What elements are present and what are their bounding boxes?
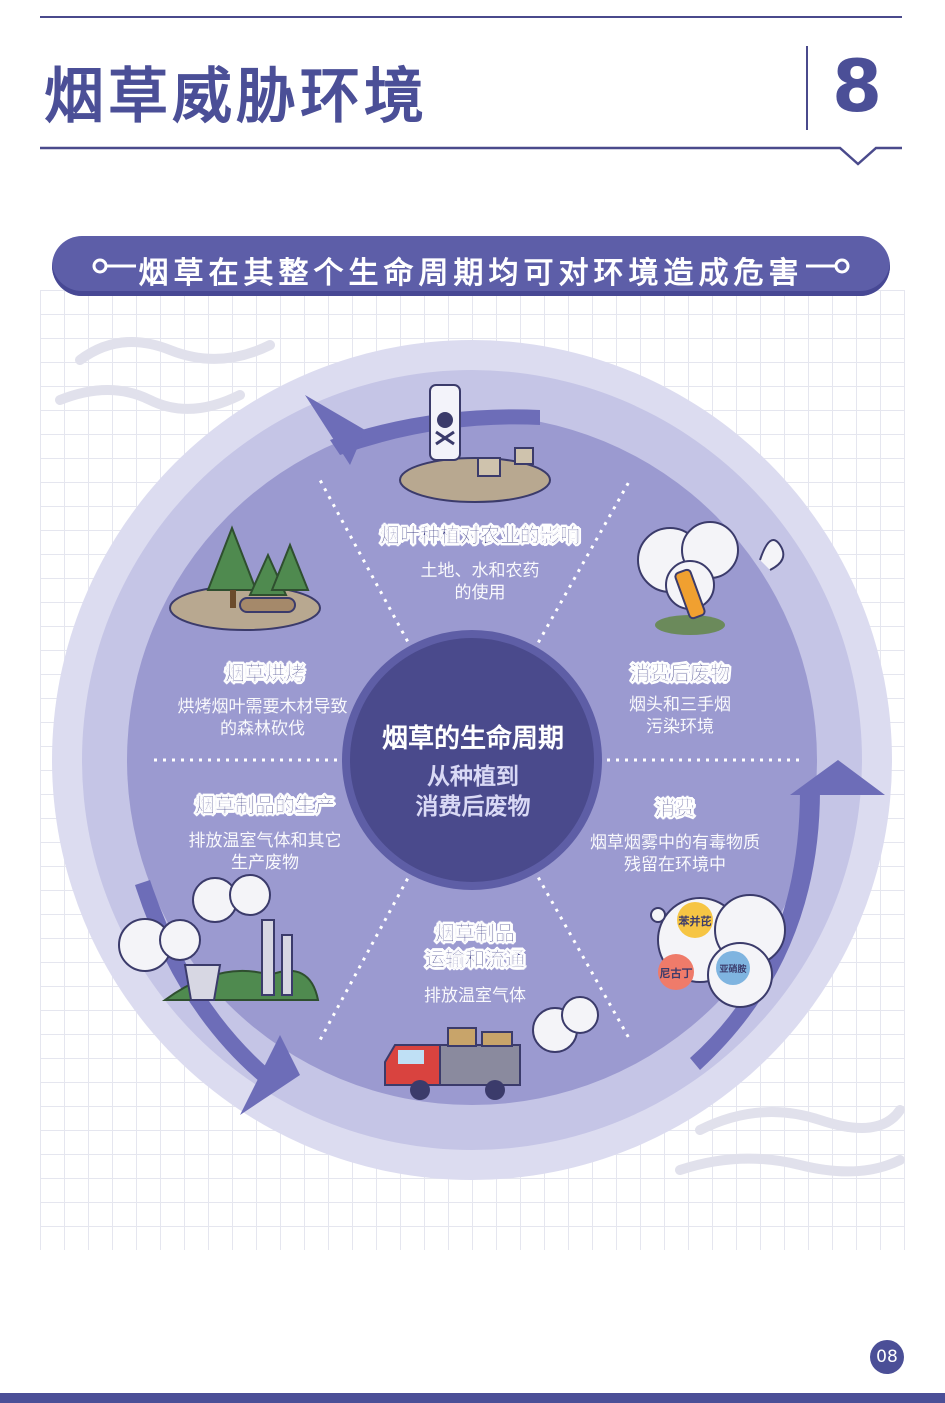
chapter-number: 8 — [832, 44, 883, 128]
header-top-rule — [40, 16, 902, 18]
segment-desc-line: 烟草烟雾中的有毒物质 — [590, 833, 760, 853]
segment-desc-agriculture: 土地、水和农药 的使用 — [380, 560, 580, 604]
footer-bar — [0, 1393, 945, 1403]
center-title: 烟草的生命周期 — [381, 724, 564, 754]
segment-title-consumption: 消费 — [655, 796, 695, 820]
segment-desc-line: 生产废物 — [231, 853, 299, 873]
banner-left-ornament-icon — [92, 258, 136, 274]
chemical-label-nicotine: 尼古丁 — [659, 967, 693, 980]
segment-title-manufacturing: 烟草制品的生产 — [195, 793, 335, 817]
segment-desc-line: 烟头和三手烟 — [629, 695, 731, 715]
center-subtitle: 从种植到 消费后废物 — [380, 762, 566, 822]
toxic-smoke-cloud-icon — [650, 894, 786, 1008]
center-circle — [342, 630, 602, 890]
segment-title-line: 烟草制品 — [435, 921, 515, 945]
smoke-decoration-bottom-right — [675, 1105, 905, 1177]
smoke-decoration-top-left — [55, 337, 275, 414]
segment-desc-manufacturing: 排放温室气体和其它 生产废物 — [170, 830, 360, 874]
segment-title-agriculture: 烟叶种植对农业的影响 — [380, 523, 580, 547]
delivery-truck-icon — [384, 996, 599, 1100]
page-number-badge: 08 — [870, 1340, 904, 1374]
segment-desc-consumption: 烟草烟雾中的有毒物质 残留在环境中 — [570, 832, 780, 876]
segment-desc-post-consumption-waste: 烟头和三手烟 污染环境 — [590, 694, 770, 738]
segment-desc-line: 的使用 — [454, 583, 506, 603]
chemical-label-benzopyrene: 苯并芘 — [678, 915, 712, 928]
center-subtitle-line2: 消费后废物 — [415, 794, 531, 820]
segment-desc-transport: 排放温室气体 — [424, 986, 526, 1006]
center-subtitle-line1: 从种植到 — [427, 764, 519, 790]
chemical-label-nitrosamine: 亚硝胺 — [719, 965, 747, 975]
segment-desc-line: 的森林砍伐 — [220, 719, 305, 739]
lifecycle-diagram — [52, 337, 905, 1180]
header-bottom-rule — [40, 146, 902, 166]
segment-title-curing: 烟草烘烤 — [225, 661, 305, 685]
banner-right-ornament-icon — [806, 258, 850, 274]
title-divider — [806, 46, 808, 130]
segment-desc-curing: 烘烤烟叶需要木材导致 的森林砍伐 — [160, 696, 365, 740]
banner-text: 烟草在其整个生命周期均可对环境造成危害 — [138, 256, 804, 291]
segment-desc-line: 排放温室气体和其它 — [188, 831, 342, 851]
segment-title-line: 运输和流通 — [425, 947, 525, 971]
segment-title-transport: 烟草制品 运输和流通 — [385, 920, 565, 972]
segment-desc-line: 污染环境 — [646, 717, 714, 737]
segment-desc-line: 土地、水和农药 — [420, 561, 540, 581]
segment-desc-line: 残留在环境中 — [624, 855, 726, 875]
banner: 烟草在其整个生命周期均可对环境造成危害 — [52, 236, 890, 296]
segment-desc-line: 烘烤烟叶需要木材导致 — [177, 697, 348, 717]
page-title: 烟草威胁环境 — [44, 62, 428, 132]
farmland-pesticide-icon — [399, 384, 551, 503]
deforestation-icon — [169, 525, 321, 631]
cigarette-butt-icon — [637, 521, 785, 635]
segment-title-post-consumption-waste: 消费后废物 — [630, 661, 730, 685]
factory-emission-icon — [118, 874, 320, 1001]
